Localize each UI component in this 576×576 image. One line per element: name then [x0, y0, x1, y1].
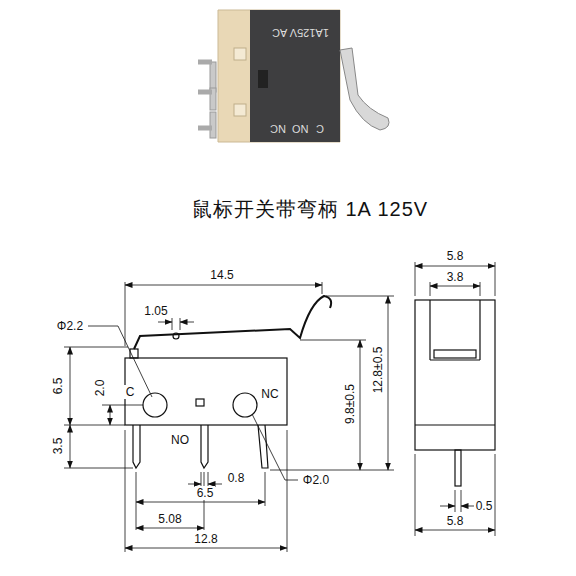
dimension: 12.8±0.5	[371, 345, 385, 396]
dimension: 0.5	[474, 499, 495, 513]
dimension: 12.8	[192, 532, 219, 546]
dimension: 1.05	[142, 304, 169, 318]
side-dimension-lines	[415, 262, 495, 536]
dimension: 0.8	[226, 471, 247, 485]
title: 鼠标开关带弯柄 1A 125V	[192, 196, 428, 223]
terminal-name: NC	[259, 387, 280, 401]
photo-terminal: C	[314, 122, 326, 135]
photo-terminal: NC	[268, 122, 288, 135]
dimension: 5.8	[445, 514, 466, 528]
dimension: 6.5	[51, 376, 65, 397]
diameter: Φ2.2	[55, 319, 85, 333]
dimension: 5.8	[445, 249, 466, 263]
dimension: 9.8±0.5	[343, 382, 357, 426]
dimension: 2.0	[93, 378, 107, 399]
terminal-name: NO	[169, 433, 191, 447]
photo-marking: 1A125V AC	[270, 26, 331, 39]
terminal-name: C	[124, 385, 137, 399]
side-view	[415, 300, 495, 486]
front-view	[125, 296, 331, 468]
diameter: Φ2.0	[301, 473, 331, 487]
dimension: 6.5	[195, 486, 216, 500]
dimension: 3.8	[445, 270, 466, 284]
dimension-lines	[64, 282, 394, 552]
photo-terminal: NO	[290, 122, 311, 135]
dimension: 14.5	[208, 268, 235, 282]
switch-photo	[198, 10, 389, 142]
dimension: 5.08	[156, 512, 183, 526]
dimension: 3.5	[51, 436, 65, 457]
